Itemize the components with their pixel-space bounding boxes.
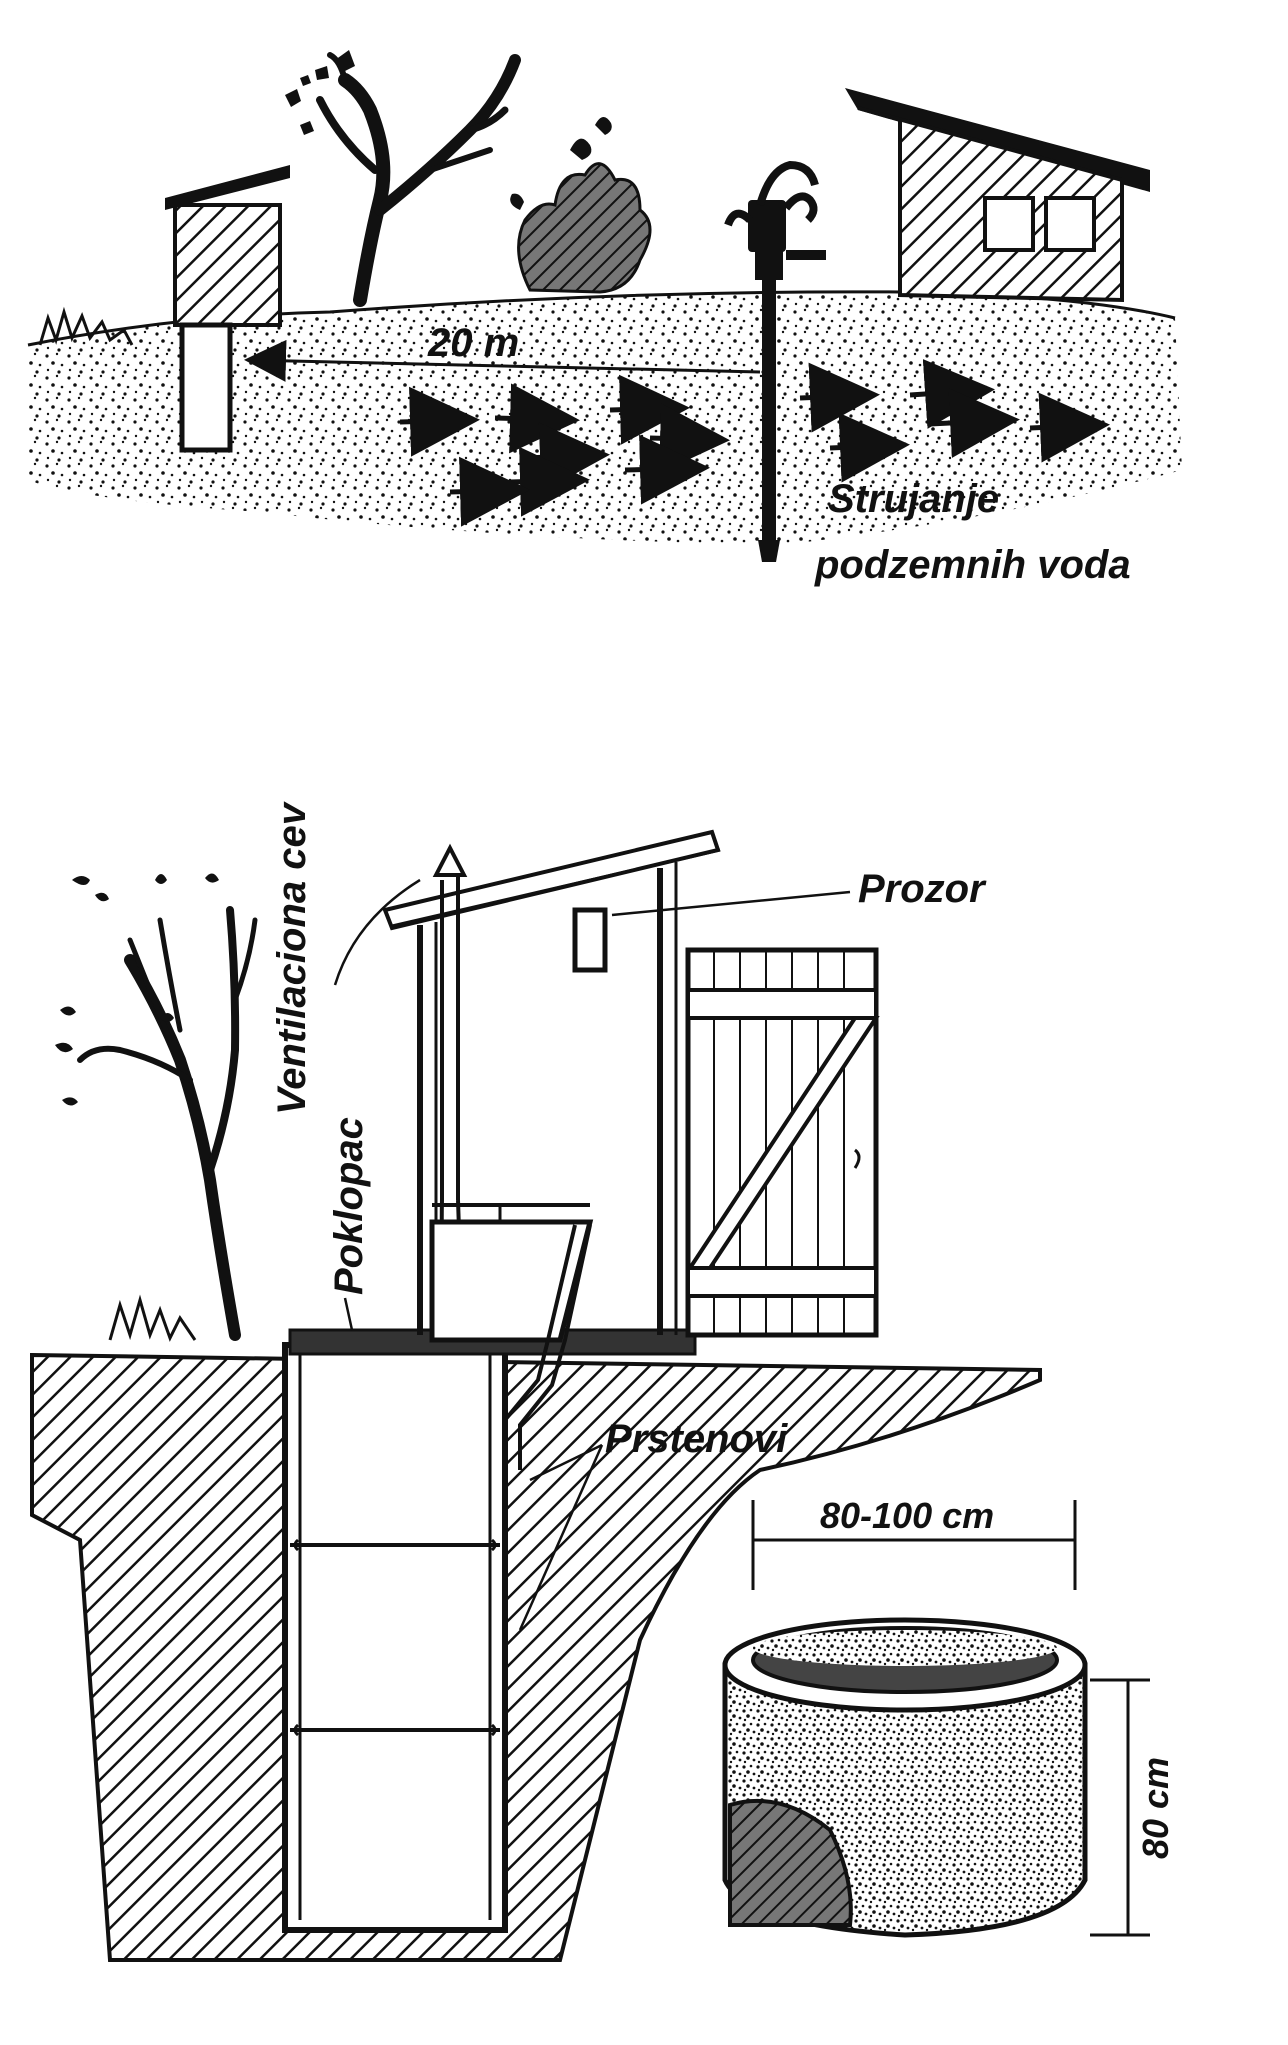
hand-pump — [724, 160, 826, 562]
window-label: Prozor — [858, 867, 987, 911]
top-scene: 20 m Strujanje podzemnih voda — [27, 50, 1182, 587]
ring-height-label: 80 cm — [1135, 1757, 1176, 1859]
grass-tuft — [38, 306, 134, 346]
ring-width-label: 80-100 cm — [820, 1495, 994, 1536]
flow-label-line1: Strujanje — [828, 477, 999, 521]
vent-label: Ventilaciona cev — [270, 800, 314, 1115]
tree-bottom — [77, 906, 258, 1341]
groundwater-arrows — [399, 359, 1110, 527]
house — [845, 88, 1150, 303]
ring-width-dimension — [751, 1500, 1077, 1590]
distance-label: 20 m — [427, 321, 519, 365]
distance-arrow: 20 m — [244, 321, 761, 382]
flow-label-line2: podzemnih voda — [814, 543, 1131, 587]
tree-top — [316, 52, 521, 307]
door — [685, 947, 880, 1338]
outhouse-small — [165, 165, 290, 453]
rings-label: Prstenovi — [605, 1417, 788, 1461]
leader-lines — [333, 878, 851, 1631]
bottom-scene: 80-100 cm 80 cm Ventilaciona cev Prozor … — [30, 800, 1176, 1962]
concrete-ring — [722, 1617, 1088, 1938]
grass-bottom — [108, 1294, 197, 1342]
shrub — [510, 116, 652, 294]
lid-label: Poklopac — [327, 1117, 371, 1295]
pit — [282, 1342, 508, 1933]
outhouse-structure — [382, 829, 721, 1470]
ring-height-dimension — [1090, 1678, 1150, 1937]
